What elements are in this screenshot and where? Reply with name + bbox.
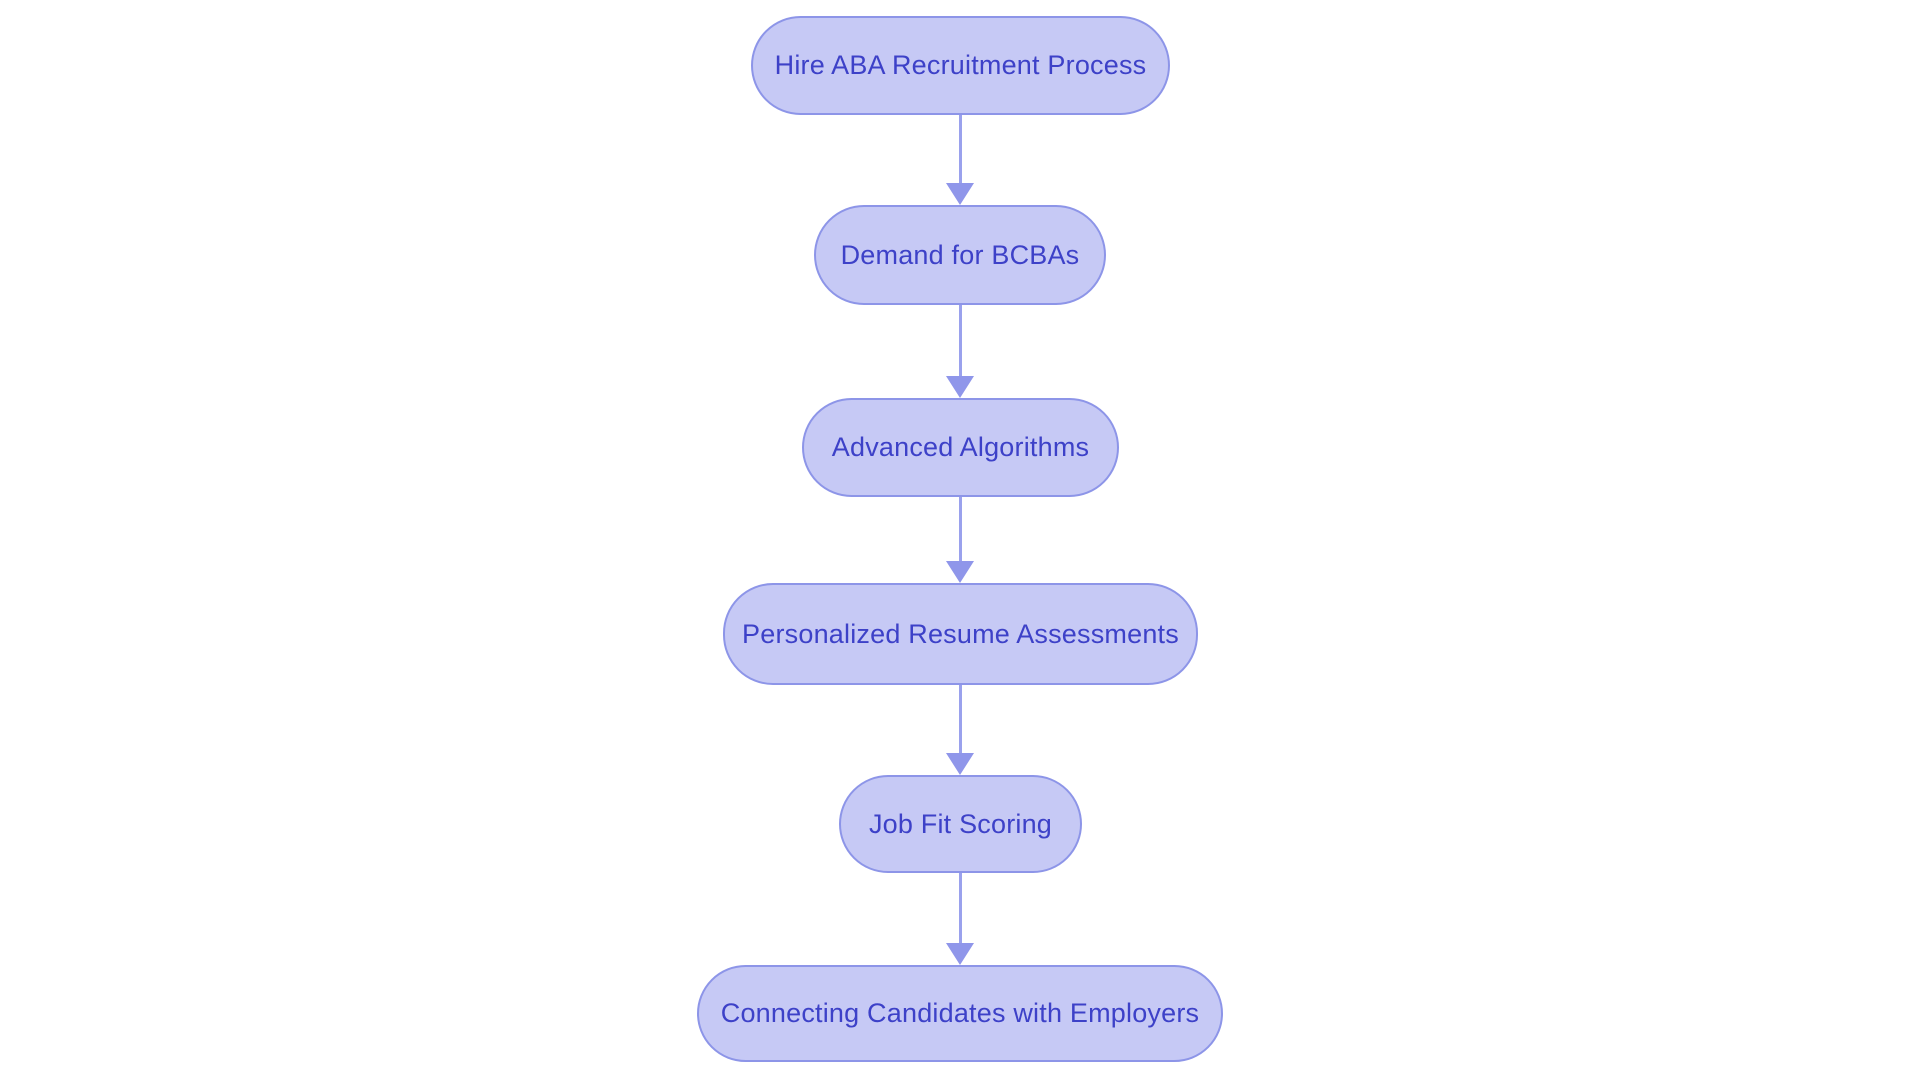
flow-node-hire-aba-recruitment-process: Hire ABA Recruitment Process — [751, 16, 1170, 115]
flow-node-connecting-candidates-with-employers: Connecting Candidates with Employers — [697, 965, 1223, 1062]
arrow-shaft — [958, 115, 962, 183]
arrow-shaft — [958, 305, 962, 376]
flow-node-personalized-resume-assessments: Personalized Resume Assessments — [723, 583, 1198, 685]
arrow-down-icon — [946, 943, 974, 965]
flow-node-job-fit-scoring: Job Fit Scoring — [839, 775, 1082, 873]
flow-arrow-n1-n2 — [946, 115, 974, 205]
arrow-down-icon — [946, 376, 974, 398]
flow-arrow-n2-n3 — [946, 305, 974, 398]
arrow-down-icon — [946, 753, 974, 775]
flow-node-label: Personalized Resume Assessments — [742, 618, 1179, 649]
arrow-shaft — [958, 685, 962, 753]
flow-node-label: Advanced Algorithms — [831, 432, 1090, 462]
flow-node-demand-for-bcbas: Demand for BCBAs — [814, 205, 1106, 305]
flow-arrow-n5-n6 — [946, 873, 974, 965]
flow-node-label: Connecting Candidates with Employers — [720, 998, 1200, 1028]
flow-node-label: Job Fit Scoring — [868, 808, 1053, 839]
flow-node-label: Hire ABA Recruitment Process — [774, 50, 1147, 80]
flow-arrow-n4-n5 — [946, 685, 974, 775]
flow-node-advanced-algorithms: Advanced Algorithms — [802, 398, 1119, 497]
flow-node-label: Demand for BCBAs — [840, 239, 1080, 270]
arrow-down-icon — [946, 561, 974, 583]
arrow-shaft — [958, 873, 962, 943]
arrow-shaft — [958, 497, 962, 561]
arrow-down-icon — [946, 183, 974, 205]
flow-arrow-n3-n4 — [946, 497, 974, 583]
